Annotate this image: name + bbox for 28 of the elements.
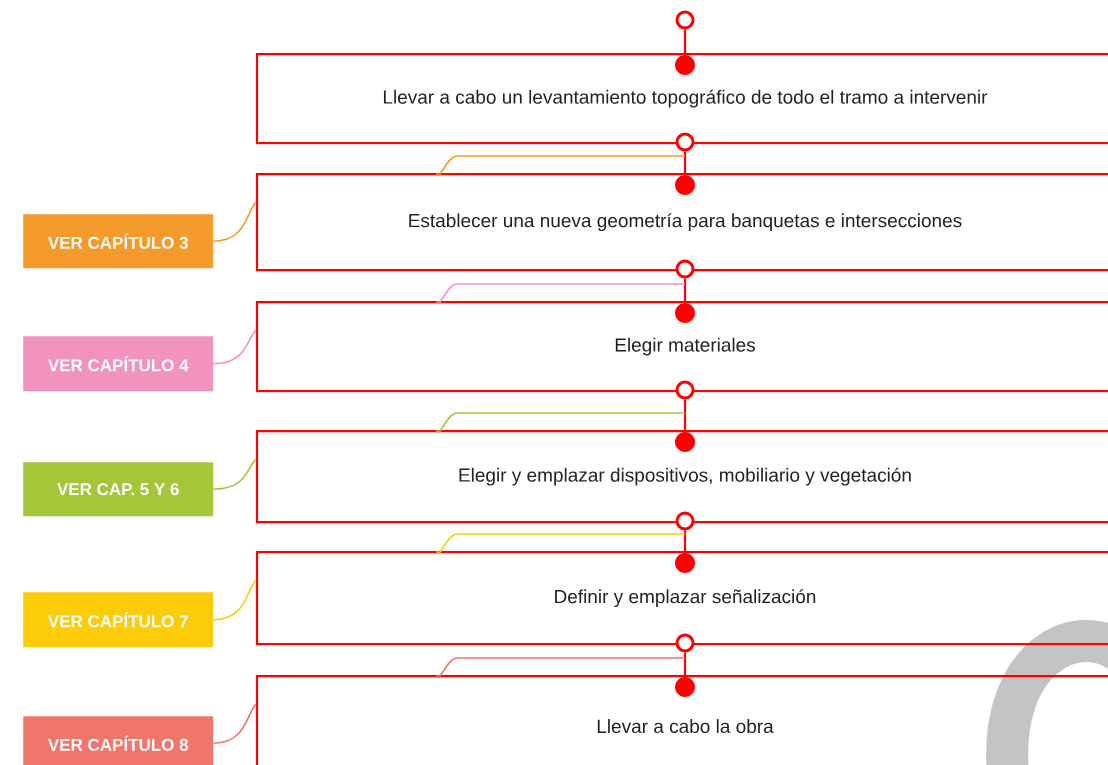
chapter-tag: VER CAPÍTULO 3	[23, 214, 214, 269]
junction-ring	[675, 511, 695, 531]
step-box: Elegir y emplazar dispositivos, mobiliario y vegetación	[255, 430, 1108, 524]
chapter-tag: VER CAPÍTULO 4	[23, 336, 214, 392]
connector-line	[212, 458, 257, 490]
step-box: Llevar a cabo la obra	[255, 675, 1108, 765]
step-box: Llevar a cabo un levantamiento topográfico de todo el tramo a intervenir	[255, 53, 1108, 145]
step-box: Elegir materiales	[255, 301, 1108, 393]
chapter-tag: VER CAP. 5 Y 6	[23, 462, 214, 517]
connector-line	[675, 278, 695, 323]
connector-line	[212, 201, 257, 242]
connector-line	[212, 329, 257, 365]
connector-line	[675, 399, 695, 452]
connector-line	[675, 29, 695, 75]
junction-ring	[675, 259, 695, 279]
connector-line	[675, 151, 695, 195]
chapter-tag: VER CAPÍTULO 8	[23, 716, 214, 765]
chapter-tag: VER CAPÍTULO 7	[23, 592, 214, 648]
junction-ring	[675, 132, 695, 152]
junction-ring	[675, 10, 695, 30]
connector-line	[212, 703, 257, 744]
connector-line	[675, 530, 695, 573]
junction-ring	[675, 380, 695, 400]
step-box: Establecer una nueva geometría para banquetas e intersecciones	[255, 173, 1108, 272]
connector-line	[212, 579, 257, 621]
junction-ring	[675, 633, 695, 653]
connector-line	[675, 652, 695, 697]
step-box: Definir y emplazar señalización	[255, 551, 1108, 646]
